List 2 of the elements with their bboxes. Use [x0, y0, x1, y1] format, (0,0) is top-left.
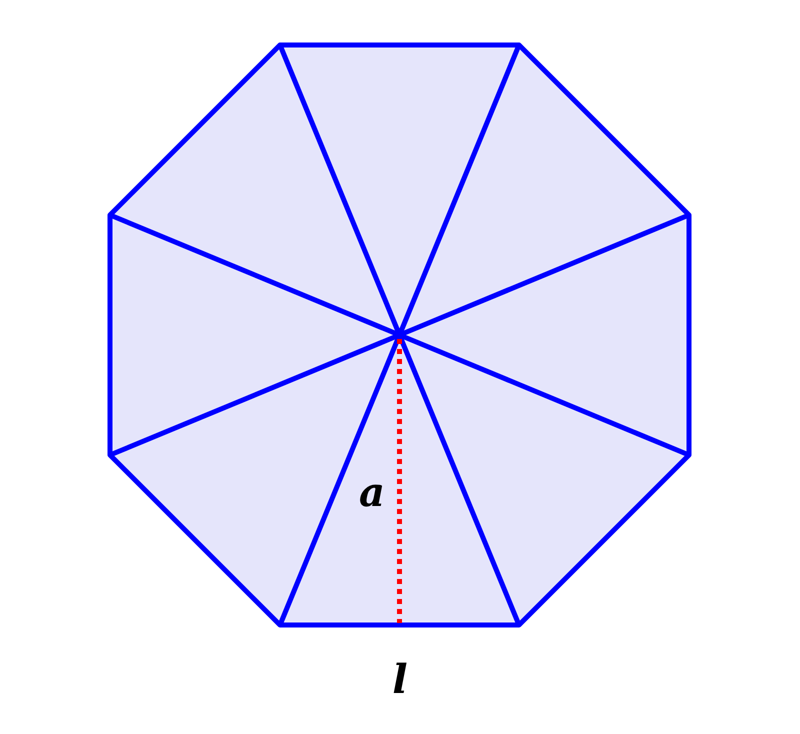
- side-label: l: [392, 660, 408, 700]
- apothem-label: a: [359, 473, 385, 513]
